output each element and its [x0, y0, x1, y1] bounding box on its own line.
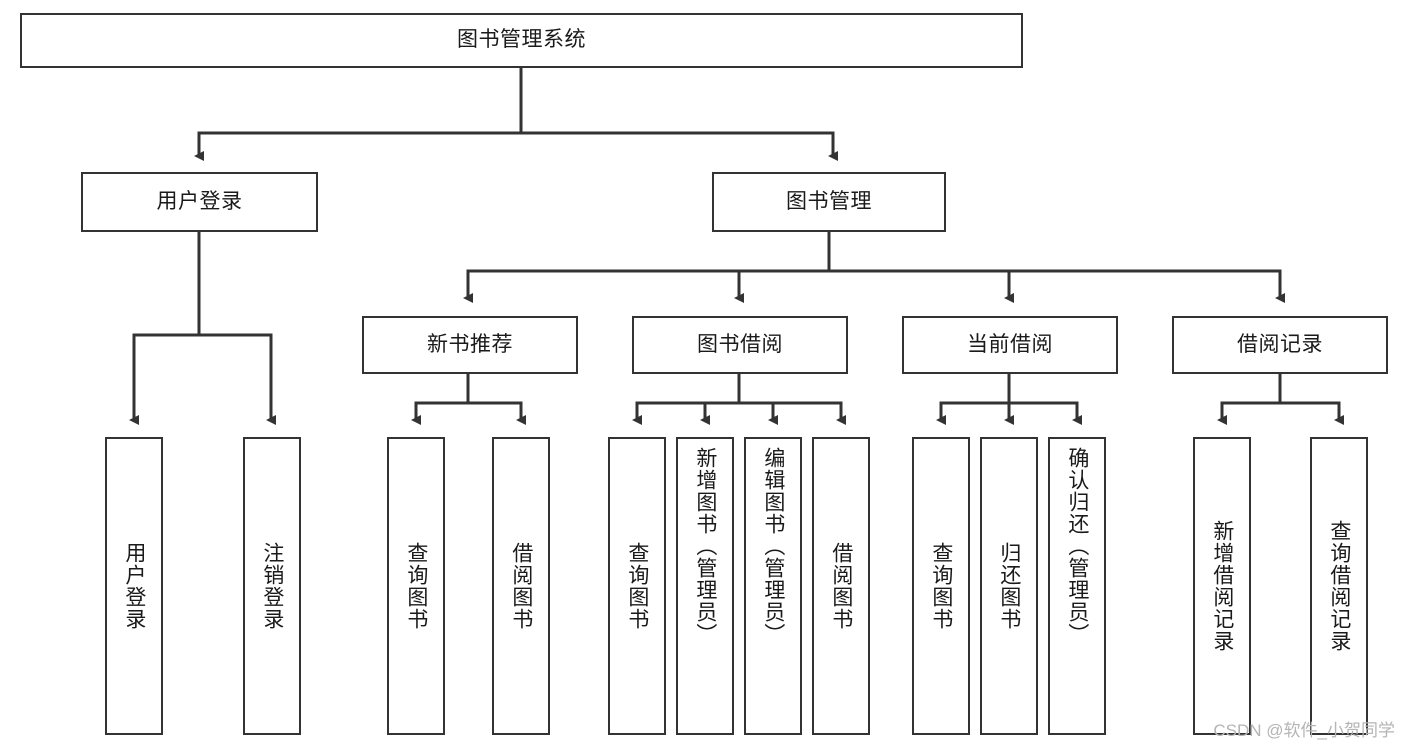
leaf-user-login[interactable]: 用户登录 — [105, 437, 163, 735]
leaf-add-book-admin[interactable]: 新增图书（管理员） — [676, 437, 734, 735]
node-borrow-record[interactable]: 借阅记录 — [1172, 316, 1388, 374]
leaf-add-book-admin-label: 新增图书（管理员） — [693, 447, 717, 645]
csdn-watermark: CSDN @软件_小贺同学 — [1213, 721, 1395, 740]
leaf-query-borrow-record[interactable]: 查询借阅记录 — [1310, 437, 1368, 735]
node-book-management-label: 图书管理 — [786, 189, 872, 213]
leaf-return-book[interactable]: 归还图书 — [980, 437, 1038, 735]
leaf-add-borrow-record[interactable]: 新增借阅记录 — [1193, 437, 1251, 735]
node-book-borrow-label: 图书借阅 — [697, 332, 783, 356]
leaf-add-borrow-record-label: 新增借阅记录 — [1210, 520, 1234, 652]
leaf-confirm-return-admin[interactable]: 确认归还（管理员） — [1048, 437, 1106, 735]
node-user-login[interactable]: 用户登录 — [81, 172, 318, 232]
leaf-query-book-recommend-label: 查询图书 — [404, 542, 428, 630]
leaf-borrow-book[interactable]: 借阅图书 — [812, 437, 870, 735]
leaf-user-login-label: 用户登录 — [122, 542, 146, 630]
leaf-query-book-current[interactable]: 查询图书 — [912, 437, 970, 735]
leaf-query-book-borrow[interactable]: 查询图书 — [608, 437, 666, 735]
leaf-borrow-book-recommend-label: 借阅图书 — [509, 542, 533, 630]
node-root-label: 图书管理系统 — [457, 28, 586, 52]
leaf-query-book-borrow-label: 查询图书 — [625, 542, 649, 630]
leaf-borrow-book-label: 借阅图书 — [829, 542, 853, 630]
node-book-borrow[interactable]: 图书借阅 — [632, 316, 848, 374]
leaf-edit-book-admin[interactable]: 编辑图书（管理员） — [744, 437, 802, 735]
leaf-logout-label: 注销登录 — [260, 542, 284, 630]
leaf-logout[interactable]: 注销登录 — [243, 437, 301, 735]
leaf-confirm-return-admin-label: 确认归还（管理员） — [1065, 447, 1089, 645]
leaf-query-book-recommend[interactable]: 查询图书 — [387, 437, 445, 735]
node-new-book-recommend-label: 新书推荐 — [427, 332, 513, 356]
node-current-borrow[interactable]: 当前借阅 — [902, 316, 1118, 374]
node-current-borrow-label: 当前借阅 — [967, 332, 1053, 356]
leaf-edit-book-admin-label: 编辑图书（管理员） — [761, 447, 785, 645]
node-book-management[interactable]: 图书管理 — [712, 172, 946, 232]
leaf-return-book-label: 归还图书 — [997, 542, 1021, 630]
node-root[interactable]: 图书管理系统 — [20, 13, 1023, 68]
leaf-borrow-book-recommend[interactable]: 借阅图书 — [492, 437, 550, 735]
leaf-query-borrow-record-label: 查询借阅记录 — [1327, 520, 1351, 652]
node-borrow-record-label: 借阅记录 — [1237, 332, 1323, 356]
node-new-book-recommend[interactable]: 新书推荐 — [362, 316, 578, 374]
node-user-login-label: 用户登录 — [156, 189, 243, 213]
leaf-query-book-current-label: 查询图书 — [929, 542, 953, 630]
